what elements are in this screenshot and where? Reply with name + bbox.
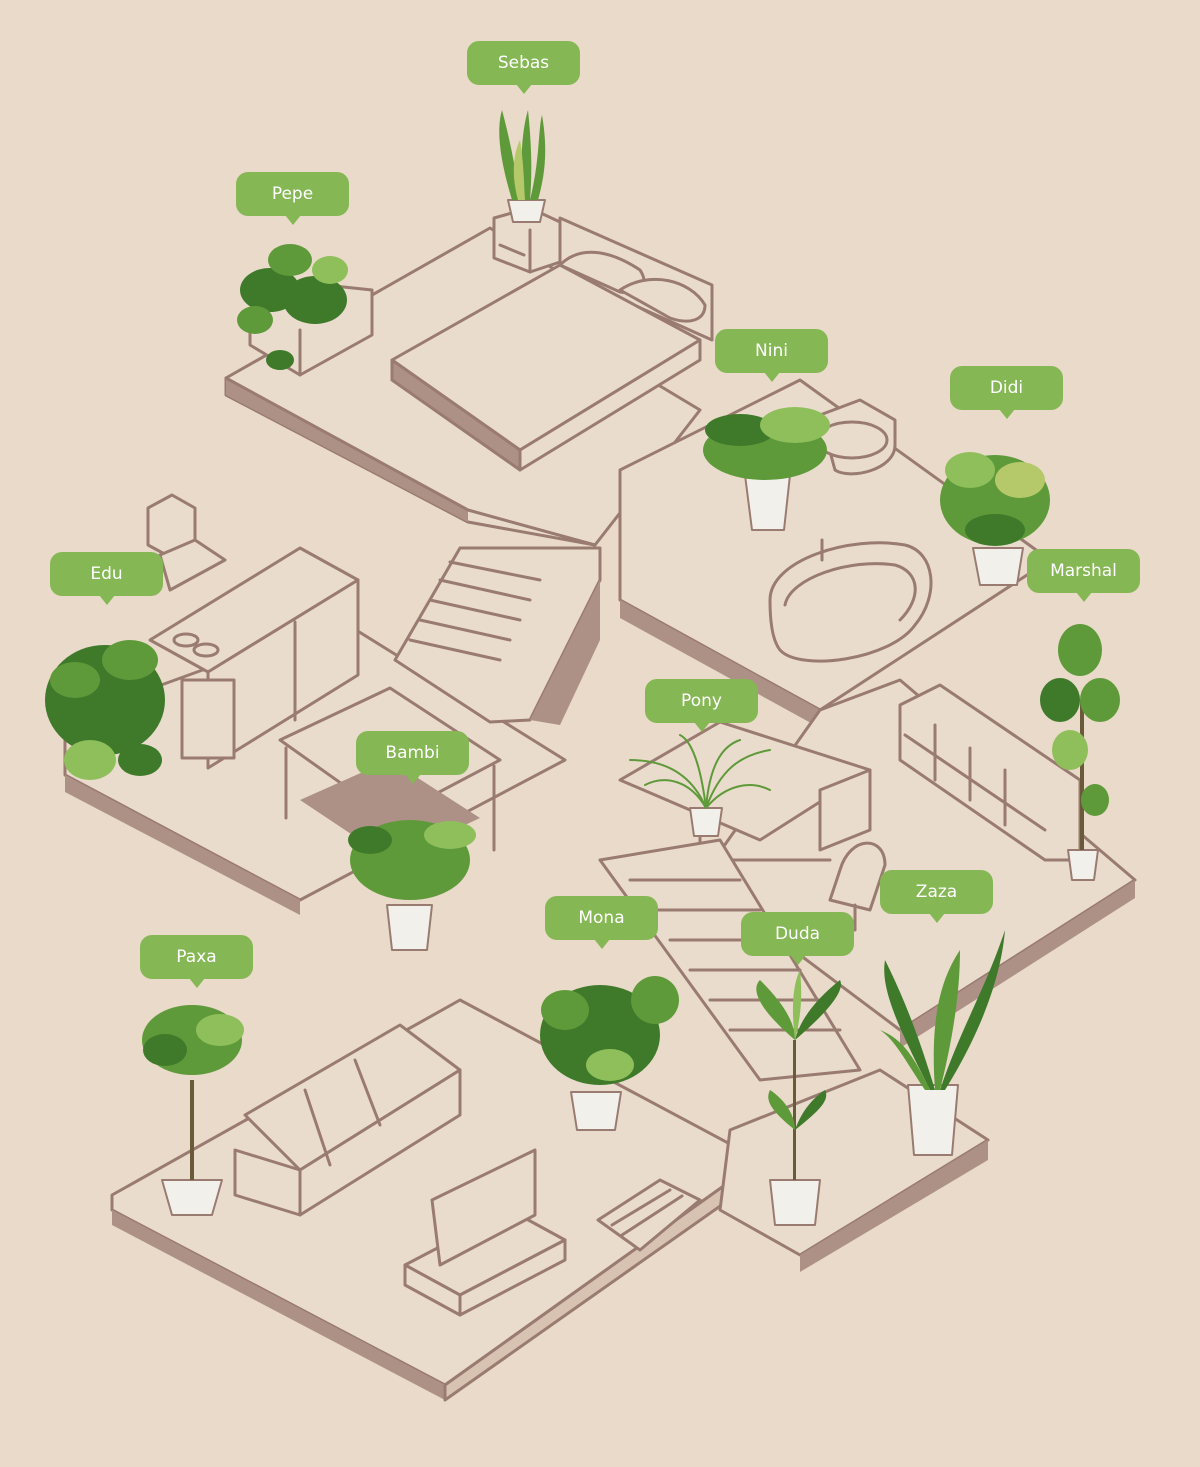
bathtub [768,538,933,663]
plant-pepe [237,244,348,370]
plant-marshal [1040,624,1120,850]
plant-mona [540,976,679,1085]
plant-tag-sebas[interactable]: Sebas [467,41,580,94]
plant-sebas [499,110,546,200]
plant-foliage [45,110,1120,1180]
plant-pots [161,199,1099,1226]
toilet [815,398,897,476]
kitchen-counter [148,546,360,770]
plant-tag-nini[interactable]: Nini [715,329,828,382]
bed [390,216,714,472]
plant-nini [703,407,830,480]
plant-duda [756,970,841,1180]
plant-bambi [348,820,476,900]
plant-tag-bambi[interactable]: Bambi [356,731,469,784]
tv-stand [403,1208,567,1317]
central-stairs [393,546,602,725]
plant-didi [940,452,1050,546]
small-stairs [596,1178,702,1252]
sofa [233,1023,462,1217]
range-hood [146,493,227,592]
plant-zaza [880,930,1005,1090]
plant-tag-mona[interactable]: Mona [545,896,658,949]
tv [430,1148,537,1267]
plant-tag-pony[interactable]: Pony [645,679,758,732]
plant-paxa [142,1005,244,1180]
plant-tag-pepe[interactable]: Pepe [236,172,349,225]
plant-tag-paxa[interactable]: Paxa [140,935,253,988]
plant-edu [45,640,165,780]
plant-tag-marshal[interactable]: Marshal [1027,549,1140,602]
plant-tag-zaza[interactable]: Zaza [880,870,993,923]
plant-pony [629,734,771,809]
plant-tag-duda[interactable]: Duda [741,912,854,965]
plant-tag-didi[interactable]: Didi [950,366,1063,419]
plant-tag-edu[interactable]: Edu [50,552,163,605]
